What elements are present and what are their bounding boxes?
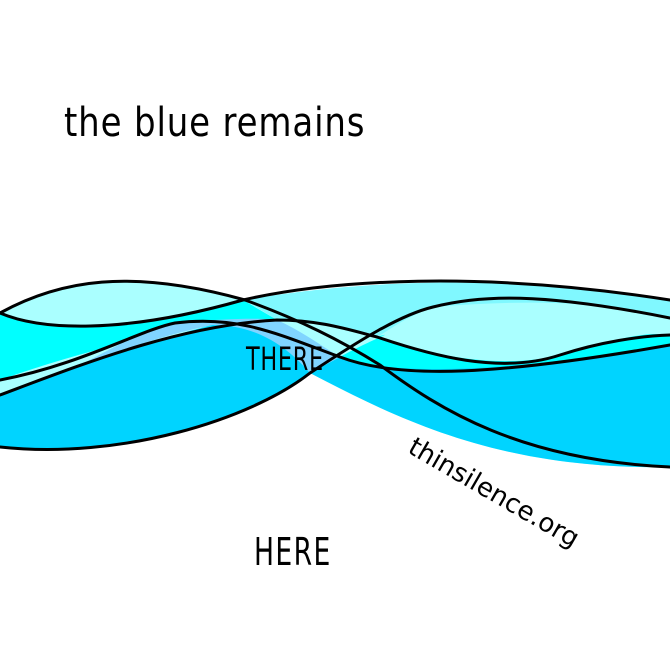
wave-line-3 <box>0 318 670 397</box>
wave-region-light-right <box>245 282 670 337</box>
there-label: THERE <box>246 340 324 378</box>
wave-region-deep-left <box>0 325 310 450</box>
wave-line-2 <box>0 296 670 451</box>
wave-line-4 <box>0 279 670 328</box>
title-text: the blue remains <box>64 100 366 146</box>
wave-line-1 <box>0 279 670 469</box>
wave-outlines <box>0 279 670 469</box>
wave-line-5 <box>0 319 670 382</box>
wave-region-aqua-right <box>340 334 670 373</box>
here-label: HERE <box>254 530 332 574</box>
wave-region-deep-right <box>310 345 670 468</box>
